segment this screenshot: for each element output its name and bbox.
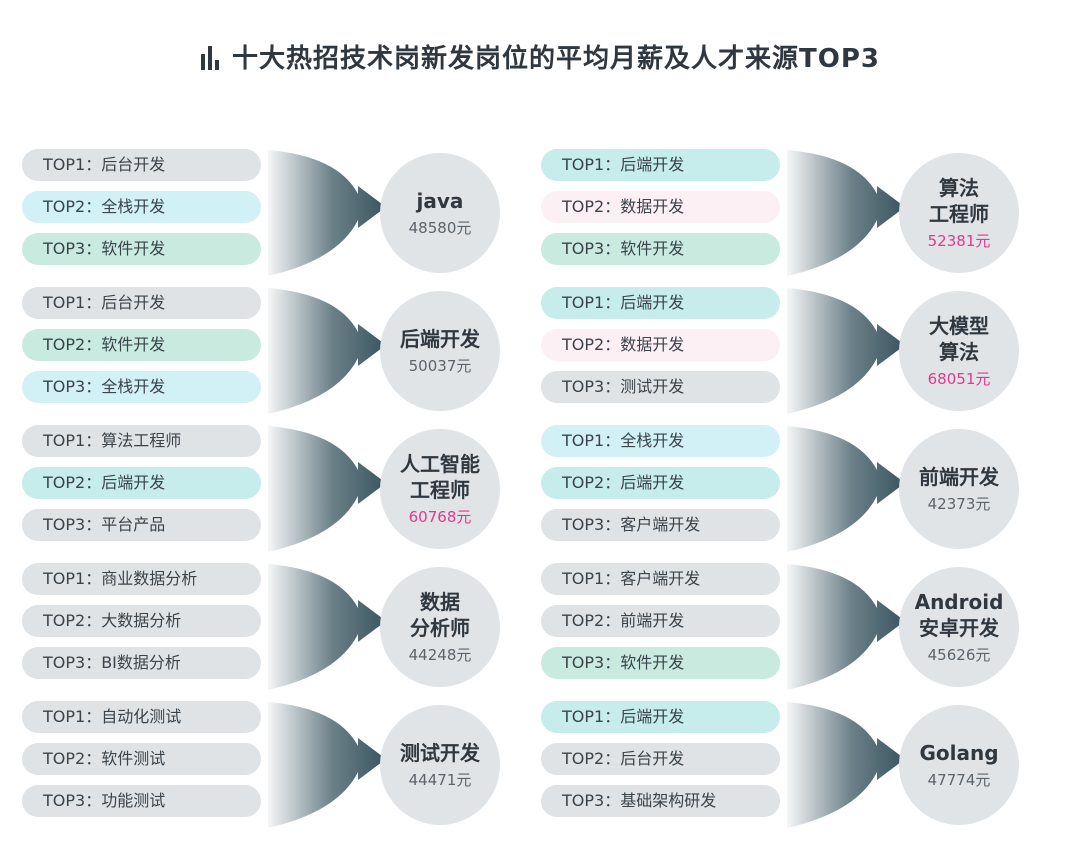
funnel-arrow-icon [787, 150, 905, 276]
average-monthly-salary: 50037元 [408, 357, 472, 375]
job-role-circle: java 48580元 [380, 153, 500, 273]
talent-source-pill: TOP1：后台开发 [22, 149, 261, 181]
job-role-name: Golang [919, 741, 999, 765]
job-role-circle: Android 安卓开发 45626元 [899, 567, 1019, 687]
bar-chart-icon [201, 46, 219, 70]
talent-source-pill: TOP2：后台开发 [541, 743, 780, 775]
funnel-arrow-icon [268, 150, 386, 276]
talent-source-pill: TOP3：基础架构研发 [541, 785, 780, 817]
job-role-name: 测试开发 [400, 741, 480, 765]
talent-source-pill: TOP2：前端开发 [541, 605, 780, 637]
job-role-name: 算法 工程师 [929, 176, 989, 226]
funnel-arrow-icon [787, 564, 905, 690]
talent-source-pill: TOP1：后端开发 [541, 149, 780, 181]
job-role-circle: Golang 47774元 [899, 705, 1019, 825]
funnel-arrow-icon [787, 702, 905, 828]
average-monthly-salary: 48580元 [408, 219, 472, 237]
talent-source-pill: TOP1：后端开发 [541, 287, 780, 319]
talent-source-pill: TOP2：数据开发 [541, 329, 780, 361]
title-text: 十大热招技术岗新发岗位的平均月薪及人才来源TOP3 [232, 44, 880, 74]
talent-source-pill: TOP3：软件开发 [541, 647, 780, 679]
talent-source-pill: TOP2：数据开发 [541, 191, 780, 223]
job-role-name: java [416, 189, 464, 213]
talent-source-pill: TOP2：大数据分析 [22, 605, 261, 637]
chart-title: 十大热招技术岗新发岗位的平均月薪及人才来源TOP3 [0, 38, 1080, 75]
average-monthly-salary: 44471元 [408, 771, 472, 789]
average-monthly-salary: 60768元 [408, 508, 472, 526]
job-block: TOP1：客户端开发 TOP2：前端开发 TOP3：软件开发 Android 安卓开发… [541, 562, 1061, 692]
job-role-name: 大模型 算法 [929, 314, 989, 364]
talent-source-pill: TOP1：后台开发 [22, 287, 261, 319]
job-block: TOP1：商业数据分析 TOP2：大数据分析 TOP3：BI数据分析 数据 分析师 44… [22, 562, 542, 692]
talent-source-pill: TOP2：全栈开发 [22, 191, 261, 223]
job-role-circle: 后端开发 50037元 [380, 291, 500, 411]
job-role-circle: 前端开发 42373元 [899, 429, 1019, 549]
job-block: TOP1：后端开发 TOP2：后台开发 TOP3：基础架构研发 Golang 47774… [541, 700, 1061, 830]
talent-source-pill: TOP2：后端开发 [541, 467, 780, 499]
job-role-circle: 数据 分析师 44248元 [380, 567, 500, 687]
average-monthly-salary: 68051元 [927, 370, 991, 388]
talent-source-pill: TOP3：软件开发 [541, 233, 780, 265]
job-role-circle: 大模型 算法 68051元 [899, 291, 1019, 411]
job-role-name: 前端开发 [919, 465, 999, 489]
job-role-circle: 人工智能 工程师 60768元 [380, 429, 500, 549]
job-role-name: 数据 分析师 [410, 590, 470, 640]
talent-source-pill: TOP3：软件开发 [22, 233, 261, 265]
job-role-circle: 测试开发 44471元 [380, 705, 500, 825]
average-monthly-salary: 44248元 [408, 646, 472, 664]
job-block: TOP1：后端开发 TOP2：数据开发 TOP3：软件开发 算法 工程师 52381元 [541, 148, 1061, 278]
average-monthly-salary: 52381元 [927, 232, 991, 250]
funnel-arrow-icon [268, 564, 386, 690]
funnel-arrow-icon [268, 288, 386, 414]
talent-source-pill: TOP1：客户端开发 [541, 563, 780, 595]
funnel-arrow-icon [268, 702, 386, 828]
talent-source-pill: TOP3：测试开发 [541, 371, 780, 403]
job-role-name: 后端开发 [400, 327, 480, 351]
talent-source-pill: TOP2：软件测试 [22, 743, 261, 775]
talent-source-pill: TOP3：功能测试 [22, 785, 261, 817]
job-role-name: 人工智能 工程师 [400, 452, 480, 502]
talent-source-pill: TOP3：BI数据分析 [22, 647, 261, 679]
average-monthly-salary: 47774元 [927, 771, 991, 789]
talent-source-pill: TOP2：后端开发 [22, 467, 261, 499]
talent-source-pill: TOP1：自动化测试 [22, 701, 261, 733]
job-block: TOP1：后台开发 TOP2：全栈开发 TOP3：软件开发 java 48580元 [22, 148, 542, 278]
talent-source-pill: TOP1：全栈开发 [541, 425, 780, 457]
talent-source-pill: TOP1：商业数据分析 [22, 563, 261, 595]
talent-source-pill: TOP1：算法工程师 [22, 425, 261, 457]
job-block: TOP1：后台开发 TOP2：软件开发 TOP3：全栈开发 后端开发 50037元 [22, 286, 542, 416]
job-role-name: Android 安卓开发 [914, 590, 1004, 640]
talent-source-pill: TOP2：软件开发 [22, 329, 261, 361]
talent-source-pill: TOP3：平台产品 [22, 509, 261, 541]
funnel-arrow-icon [787, 426, 905, 552]
talent-source-pill: TOP1：后端开发 [541, 701, 780, 733]
job-block: TOP1：算法工程师 TOP2：后端开发 TOP3：平台产品 人工智能 工程师 6076… [22, 424, 542, 554]
average-monthly-salary: 45626元 [927, 646, 991, 664]
job-block: TOP1：自动化测试 TOP2：软件测试 TOP3：功能测试 测试开发 44471元 [22, 700, 542, 830]
talent-source-pill: TOP3：客户端开发 [541, 509, 780, 541]
job-block: TOP1：后端开发 TOP2：数据开发 TOP3：测试开发 大模型 算法 68051元 [541, 286, 1061, 416]
job-role-circle: 算法 工程师 52381元 [899, 153, 1019, 273]
talent-source-pill: TOP3：全栈开发 [22, 371, 261, 403]
average-monthly-salary: 42373元 [927, 495, 991, 513]
funnel-arrow-icon [787, 288, 905, 414]
job-block: TOP1：全栈开发 TOP2：后端开发 TOP3：客户端开发 前端开发 42373元 [541, 424, 1061, 554]
funnel-arrow-icon [268, 426, 386, 552]
